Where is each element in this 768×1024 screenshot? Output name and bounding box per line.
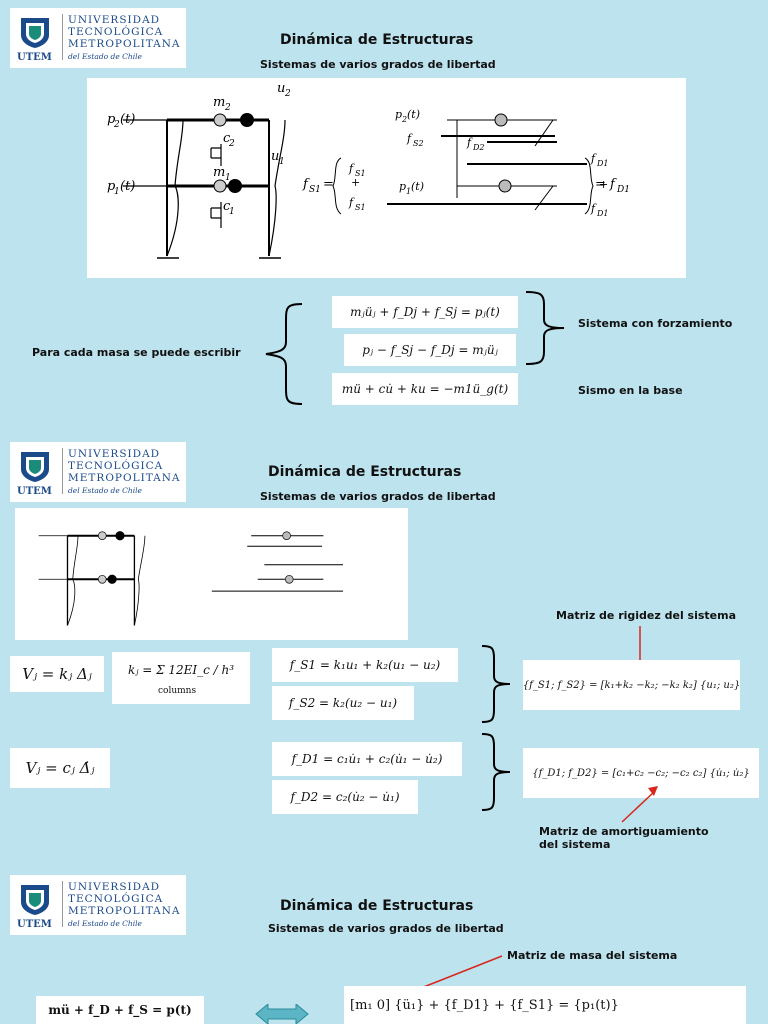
slide2-frame-figure (15, 508, 408, 640)
svg-text:p: p (107, 179, 116, 194)
svg-text:(t): (t) (411, 180, 424, 193)
logo-abbr: UTEM (17, 52, 52, 63)
svg-text:1: 1 (229, 207, 235, 217)
equation-mass-system: mü + f_D + f_S = p(t) (36, 996, 204, 1024)
svg-text:D1: D1 (596, 209, 609, 218)
label-para-cada-masa: Para cada masa se puede escribir (32, 346, 241, 359)
svg-text:f: f (302, 177, 310, 192)
label-sismo-base: Sismo en la base (578, 384, 683, 397)
label-matriz-amortiguamiento: Matriz de amortiguamiento del sistema (539, 825, 709, 851)
svg-text:f: f (348, 196, 355, 209)
slide2-title: Dinámica de Estructuras (268, 464, 462, 480)
svg-text:p: p (399, 180, 406, 193)
svg-text:(t): (t) (120, 112, 135, 127)
svg-text:2: 2 (284, 89, 291, 99)
logo-divider (62, 14, 63, 60)
svg-text:p: p (395, 108, 402, 121)
logo-tagline: del Estado de Chile (68, 52, 142, 61)
matrix-stiffness: {f_S1; f_S2} = [k₁+k₂ −k₂; −k₂ k₂] {u₁; … (523, 660, 740, 710)
svg-text:p: p (107, 112, 116, 127)
equation-fs2: f_S2 = k₂(u₂ − u₁) (272, 686, 414, 720)
svg-text:c: c (223, 199, 231, 214)
left-brace (265, 303, 303, 405)
svg-text:= f: = f (595, 177, 617, 192)
slide2-subtitle: Sistemas de varios grados de libertad (260, 490, 496, 503)
label-matriz-rigidez: Matriz de rigidez del sistema (556, 609, 737, 622)
svg-text:S1: S1 (309, 185, 321, 195)
logo-tagline: del Estado de Chile (68, 919, 142, 928)
svg-text:+: + (351, 176, 360, 189)
equation-motion-1: mⱼüⱼ + f_Dj + f_Sj = pⱼ(t) (332, 296, 518, 328)
right-brace-stiffness (481, 645, 511, 723)
label-sistema-forzamiento: Sistema con forzamiento (578, 317, 733, 330)
logo-abbr: UTEM (17, 919, 52, 930)
utem-shield-icon (21, 18, 49, 48)
svg-text:D1: D1 (616, 185, 630, 195)
svg-text:u: u (271, 149, 279, 164)
svg-text:D2: D2 (472, 143, 485, 152)
svg-text:2: 2 (224, 103, 231, 113)
equation-vj-stiffness: Vⱼ = kⱼ Δⱼ (10, 656, 104, 692)
svg-text:f: f (590, 202, 597, 215)
svg-text:S1: S1 (355, 169, 366, 178)
shear-frame-diagram-small (38, 531, 344, 626)
slide3-title: Dinámica de Estructuras (280, 898, 474, 914)
svg-text:f: f (406, 132, 413, 145)
svg-text:S1: S1 (355, 203, 366, 212)
equation-seismic: mü + cu̇ + ku = −m1ü_g(t) (332, 373, 518, 405)
svg-text:2: 2 (401, 115, 407, 124)
logo-abbr: UTEM (17, 486, 52, 497)
svg-text:1: 1 (225, 173, 231, 183)
matrix-damping: {f_D1; f_D2} = [c₁+c₂ −c₂; −c₂ c₂] {u̇₁;… (523, 748, 759, 798)
svg-text:D1: D1 (596, 159, 609, 168)
equation-fs1: f_S1 = k₁u₁ + k₂(u₁ − u₂) (272, 648, 458, 682)
utem-shield-icon (21, 885, 49, 915)
svg-text:(t): (t) (120, 179, 135, 194)
svg-text:f: f (348, 162, 355, 175)
svg-text:1: 1 (279, 157, 285, 167)
equation-kj-subscript: columns (158, 686, 197, 696)
svg-text:1: 1 (114, 187, 120, 197)
svg-text:+: + (599, 178, 608, 191)
equation-mass-matrix: [m₁ 0] {ü₁} + {f_D1} + {f_S1} = {p₁(t)} (344, 986, 746, 1024)
arrow-amortiguamiento (621, 786, 658, 823)
logo-tagline: del Estado de Chile (68, 486, 142, 495)
equation-motion-2: pⱼ − f_Sj − f_Dj = mⱼüⱼ (344, 334, 516, 366)
svg-text:=: = (323, 177, 334, 192)
right-brace-forcing (525, 291, 565, 365)
svg-text:m: m (213, 95, 225, 110)
svg-text:2: 2 (228, 139, 235, 149)
right-brace-damping (481, 733, 511, 811)
label-matriz-masa: Matriz de masa del sistema (507, 949, 678, 962)
equation-kj-box: kⱼ = Σ 12EI_c / h³ columns (112, 652, 250, 704)
equation-vj-damping: Vⱼ = cⱼ Δ̇ⱼ (10, 748, 110, 788)
double-arrow-icon (255, 1004, 309, 1024)
svg-text:u: u (277, 81, 285, 96)
logo-divider (62, 448, 63, 494)
svg-text:(t): (t) (407, 108, 420, 121)
equation-fd1: f_D1 = c₁u̇₁ + c₂(u̇₁ − u̇₂) (272, 742, 462, 776)
equation-fd2: f_D2 = c₂(u̇₂ − u̇₁) (272, 780, 418, 814)
svg-text:1: 1 (406, 187, 411, 196)
svg-text:f: f (466, 136, 473, 149)
utem-shield-icon (21, 452, 49, 482)
svg-text:S2: S2 (413, 139, 424, 148)
svg-text:2: 2 (113, 120, 120, 130)
slide1-subtitle: Sistemas de varios grados de libertad (260, 58, 496, 71)
slide1-title: Dinámica de Estructuras (280, 32, 474, 48)
equation-kj: kⱼ = Σ 12EI_c / h³ (127, 663, 235, 677)
logo-divider (62, 881, 63, 927)
svg-text:c: c (223, 131, 231, 146)
svg-text:f: f (590, 152, 597, 165)
svg-text:m: m (213, 165, 225, 180)
slide3-subtitle: Sistemas de varios grados de libertad (268, 922, 504, 935)
